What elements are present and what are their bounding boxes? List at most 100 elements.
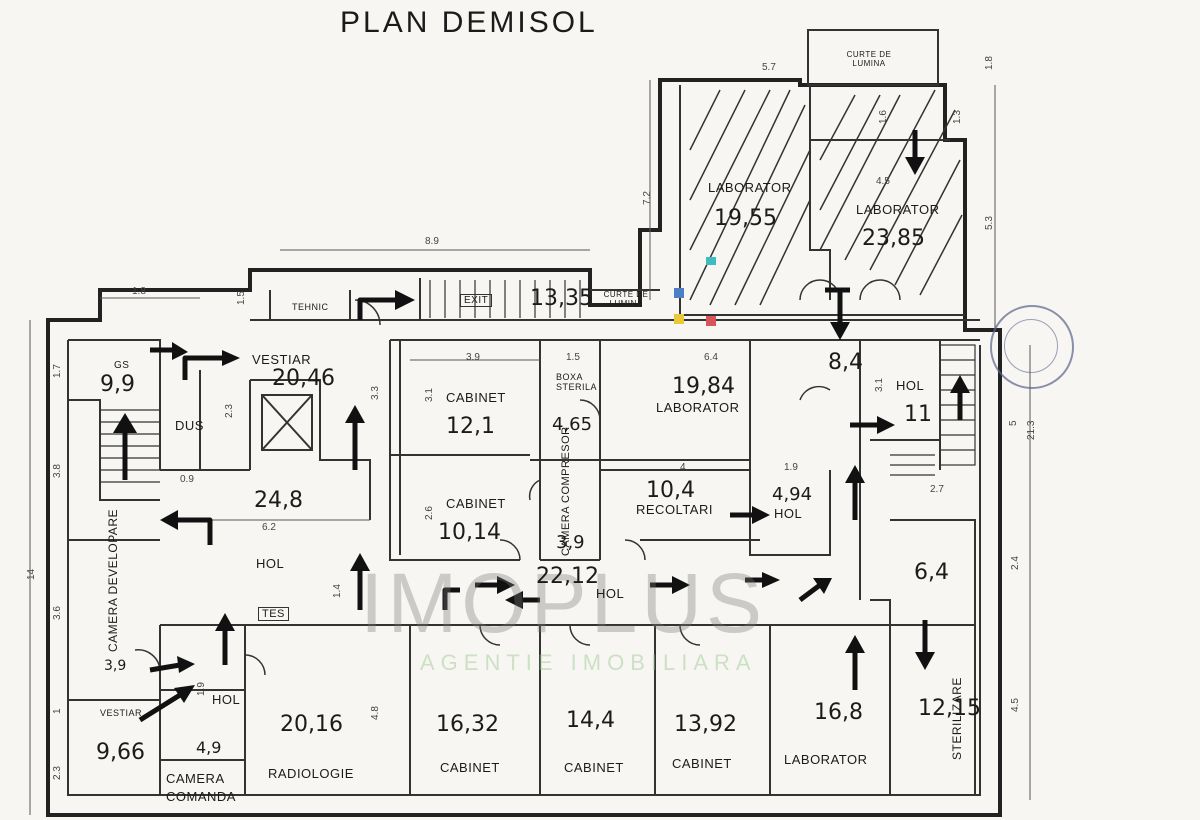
dim-23b: 2.3: [52, 766, 63, 780]
label-camera-comanda: CAMERA COMANDA: [166, 771, 236, 804]
elevator-box: [261, 394, 313, 451]
area-hol-main-left: 24,8: [254, 488, 303, 513]
marker-red: [706, 316, 716, 326]
area-laborator-top-right: 23,85: [862, 226, 925, 251]
label-radiologie: RADIOLOGIE: [268, 766, 354, 781]
area-lift: 13,35: [530, 286, 593, 311]
area-hol-bottom: 4,9: [196, 738, 222, 757]
dim-15b: 1.5: [566, 352, 580, 363]
dim-39: 3.9: [466, 352, 480, 363]
area-laborator-mid: 19,84: [672, 374, 735, 399]
area-radiologie: 20,16: [280, 712, 343, 737]
label-laborator-top-left: LABORATOR: [708, 180, 792, 195]
area-cabinet-5: 13,92: [674, 712, 737, 737]
tes-sign: TES: [258, 607, 289, 621]
label-cabinet-2: CABINET: [446, 496, 506, 511]
stairs-top: [429, 280, 581, 318]
area-cabinet-4: 14,4: [566, 708, 615, 733]
dim-48: 4.8: [370, 706, 381, 720]
official-stamp: [990, 305, 1074, 389]
dim-33: 3.3: [370, 386, 381, 400]
label-cabinet-1: CABINET: [446, 390, 506, 405]
label-vestiar-top: VESTIAR: [252, 352, 312, 367]
area-gs: 9,9: [100, 372, 135, 397]
dim-09: 0.9: [180, 474, 194, 485]
dim-23: 2.3: [224, 404, 235, 418]
area-room-64: 6,4: [914, 560, 949, 585]
evacuation-arrows: [113, 130, 970, 723]
dim-15: 1.5: [236, 291, 247, 305]
dim-24: 2.4: [1010, 556, 1021, 570]
area-cabinet-3: 16,32: [436, 712, 499, 737]
label-laborator-mid: LABORATOR: [656, 400, 740, 415]
dim-26: 2.6: [424, 506, 435, 520]
dim-89: 8.9: [425, 236, 439, 247]
dim-31: 3.1: [424, 388, 435, 402]
dim-27: 2.7: [930, 484, 944, 495]
dim-53: 5.3: [984, 216, 995, 230]
area-recoltari: 10,4: [646, 478, 695, 503]
area-laborator-top-left: 19,55: [714, 206, 777, 231]
dim-4: 4: [680, 462, 686, 473]
lab-hatching: [689, 89, 963, 306]
dim-19: 1.9: [784, 462, 798, 473]
area-hol-corridor: 22,12: [536, 564, 599, 589]
dim-64: 6.4: [704, 352, 718, 363]
curte-top-outline: [807, 29, 939, 86]
middle-rooms: [389, 340, 831, 561]
label-hol-main-left: HOL: [256, 556, 285, 571]
label-cabinet-4: CABINET: [564, 760, 624, 775]
dim-5: 5: [1008, 420, 1019, 426]
label-sterilizare: STERILIZARE: [950, 677, 964, 760]
exit-sign: EXIT: [460, 294, 493, 307]
stamp-inner-ring: [1004, 319, 1058, 373]
label-cabinet-3: CABINET: [440, 760, 500, 775]
area-hol-small-top: 8,4: [828, 350, 863, 375]
area-sterilizare: 12,15: [918, 696, 981, 721]
dim-1: 1: [52, 708, 63, 714]
dimension-lines: [29, 80, 1031, 815]
label-dus: DUS: [175, 418, 204, 433]
dim-14: 14: [26, 568, 37, 580]
dim-213: 21.3: [1026, 420, 1037, 440]
label-laborator-top-right: LABORATOR: [856, 202, 940, 217]
left-wing: [68, 339, 371, 520]
label-hol-corridor: HOL: [596, 586, 625, 601]
area-camera-developare: 3,9: [104, 658, 127, 674]
area-vestiar-top: 20,46: [272, 366, 335, 391]
area-laborator-bottom: 16,8: [814, 700, 863, 725]
label-curte-mid: CURTE DE LUMINA: [603, 290, 649, 308]
inner-outline: [67, 340, 981, 796]
area-boxa: 4,65: [552, 414, 593, 435]
label-hol-small-mid: HOL: [774, 506, 803, 521]
area-hol-right: 11: [904, 402, 932, 427]
label-vestiar-bottom: VESTIAR: [100, 708, 143, 718]
label-laborator-bottom: LABORATOR: [784, 752, 868, 767]
marker-yellow: [674, 314, 684, 324]
stairs-right: [890, 344, 976, 476]
stairs-left: [100, 409, 160, 483]
marker-blue: [674, 288, 684, 298]
dim-18b: 1.8: [984, 56, 995, 70]
watermark-brand: IMOPLUS: [360, 556, 767, 650]
label-hol-bottom: HOL: [212, 692, 241, 707]
dim-18: 1.8: [132, 286, 146, 297]
watermark-tagline: AGENTIE IMOBILIARA: [420, 650, 757, 675]
label-hol-right: HOL: [896, 378, 925, 393]
label-tehnic: TEHNIC: [292, 302, 329, 312]
top-corridor: [250, 278, 980, 341]
dim-31b: 3.1: [874, 378, 885, 392]
label-curte-top: CURTE DE LUMINA: [846, 50, 892, 68]
dim-72: 7.2: [642, 191, 653, 205]
dim-16: 1.6: [878, 110, 889, 124]
dim-45: 4.5: [876, 176, 890, 187]
dim-19b: 1.9: [196, 682, 207, 696]
area-vestiar-bottom: 9,66: [96, 740, 145, 765]
area-cabinet-2: 10,14: [438, 520, 501, 545]
dim-17: 1.7: [52, 364, 63, 378]
label-recoltari: RECOLTARI: [636, 502, 713, 517]
dim-62: 6.2: [262, 522, 276, 533]
outer-wall: [46, 78, 1002, 817]
